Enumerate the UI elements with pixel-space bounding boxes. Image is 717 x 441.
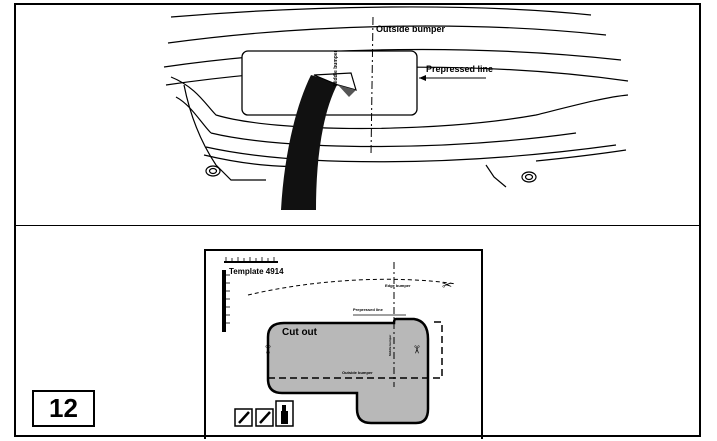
cut-out-area xyxy=(266,317,430,425)
left-ruler xyxy=(222,270,226,332)
scissors-icon-left: ✂ xyxy=(261,345,274,354)
tool-icons xyxy=(234,400,294,427)
middle-bumper-label: Middle bumper xyxy=(333,50,339,86)
prepressed-line-label: Prepressed line xyxy=(426,64,494,74)
instruction-frame xyxy=(14,3,701,437)
scissors-icon-top: ✂ xyxy=(442,278,452,292)
tape-strip xyxy=(281,75,338,210)
template-middle-bumper-label: Middle bumper xyxy=(388,334,392,356)
template-prepressed-line-label: Prepressed line xyxy=(353,307,383,312)
template-sheet: ✂ ✂ ✂ xyxy=(204,249,483,439)
step-number-box: 12 xyxy=(32,390,95,427)
outside-bumper-label: Outside bumper xyxy=(376,24,446,34)
edge-bumper-label: Edge bumper xyxy=(385,283,411,288)
template-title: Template 4914 xyxy=(229,267,284,276)
bumper-illustration xyxy=(163,6,629,210)
scissors-icon-right: ✂ xyxy=(410,345,423,354)
section-divider xyxy=(14,225,701,226)
cut-out-label: Cut out xyxy=(282,327,317,338)
template-outside-bumper-label: Outside bumper xyxy=(342,370,373,375)
